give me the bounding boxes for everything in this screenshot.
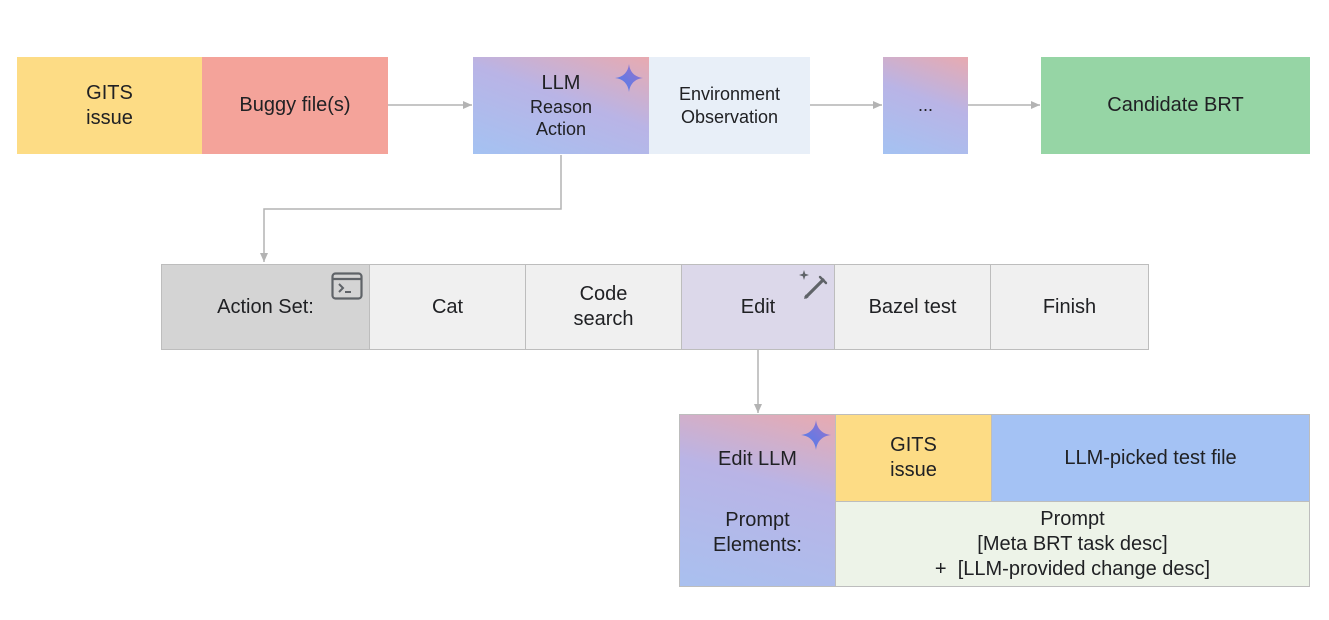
observation-label: Observation (680, 106, 779, 127)
llm-reason: Reason (529, 96, 593, 117)
edit-llm-title: Edit LLM (718, 448, 797, 470)
llm-action: Action (535, 119, 587, 139)
llm-picked-test-file-label: LLM-picked test file (1064, 446, 1237, 469)
arrow-llm-to-action-set (260, 155, 562, 262)
terminal-icon (331, 272, 363, 300)
ellipsis-label: ... (917, 95, 933, 116)
gits-issue-line-2: issue (86, 106, 133, 129)
gits-issue-box: GITS issue (17, 57, 202, 154)
prompt-elements-label: Prompt Elements: (713, 508, 802, 558)
prompt-line-2: [Meta BRT task desc] (977, 532, 1168, 555)
action-code-label: Code (579, 283, 628, 305)
action-search-label: search (573, 308, 634, 330)
prompt-line-3: + [LLM-provided change desc] (934, 557, 1211, 580)
edit-llm-box: Edit LLM Prompt Elements: (679, 414, 836, 587)
edit-gits-issue-box: GITS issue (835, 414, 992, 502)
gits-issue-line-1: GITS (86, 81, 133, 104)
llm-title: LLM (541, 71, 581, 94)
llm-picked-test-file-box: LLM-picked test file (991, 414, 1310, 502)
action-finish-label: Finish (1042, 295, 1097, 318)
gemini-sparkle-icon (801, 420, 831, 450)
action-bazel-test: Bazel test (834, 264, 991, 350)
prompt-elements-line-1: Prompt (725, 509, 790, 531)
action-cat-label: Cat (431, 295, 464, 318)
prompt-elements-line-2: Elements: (713, 534, 802, 556)
action-code-search: Code search (525, 264, 682, 350)
candidate-brt-label: Candidate BRT (1107, 94, 1244, 116)
action-cat: Cat (369, 264, 526, 350)
llm-box: LLM Reason Action (473, 57, 649, 154)
action-bazel-label: Bazel test (868, 295, 957, 318)
edit-gits-line-1: GITS (890, 434, 937, 456)
prompt-box: Prompt [Meta BRT task desc] + [LLM-provi… (835, 501, 1310, 587)
action-set-label-cell: Action Set: (161, 264, 370, 350)
action-set-label: Action Set: (217, 295, 314, 318)
ellipsis-box: ... (883, 57, 968, 154)
gemini-sparkle-icon (615, 64, 643, 92)
action-edit-label: Edit (740, 295, 776, 318)
prompt-line-1: Prompt (1040, 507, 1105, 530)
action-finish: Finish (990, 264, 1149, 350)
environment-label: Environment (678, 84, 781, 104)
buggy-files-label: Buggy file(s) (239, 94, 351, 116)
environment-box: Environment Observation (649, 57, 810, 154)
buggy-files-box: Buggy file(s) (202, 57, 388, 154)
edit-gits-line-2: issue (890, 459, 937, 481)
magic-pen-icon (799, 270, 828, 299)
candidate-brt-box: Candidate BRT (1041, 57, 1310, 154)
